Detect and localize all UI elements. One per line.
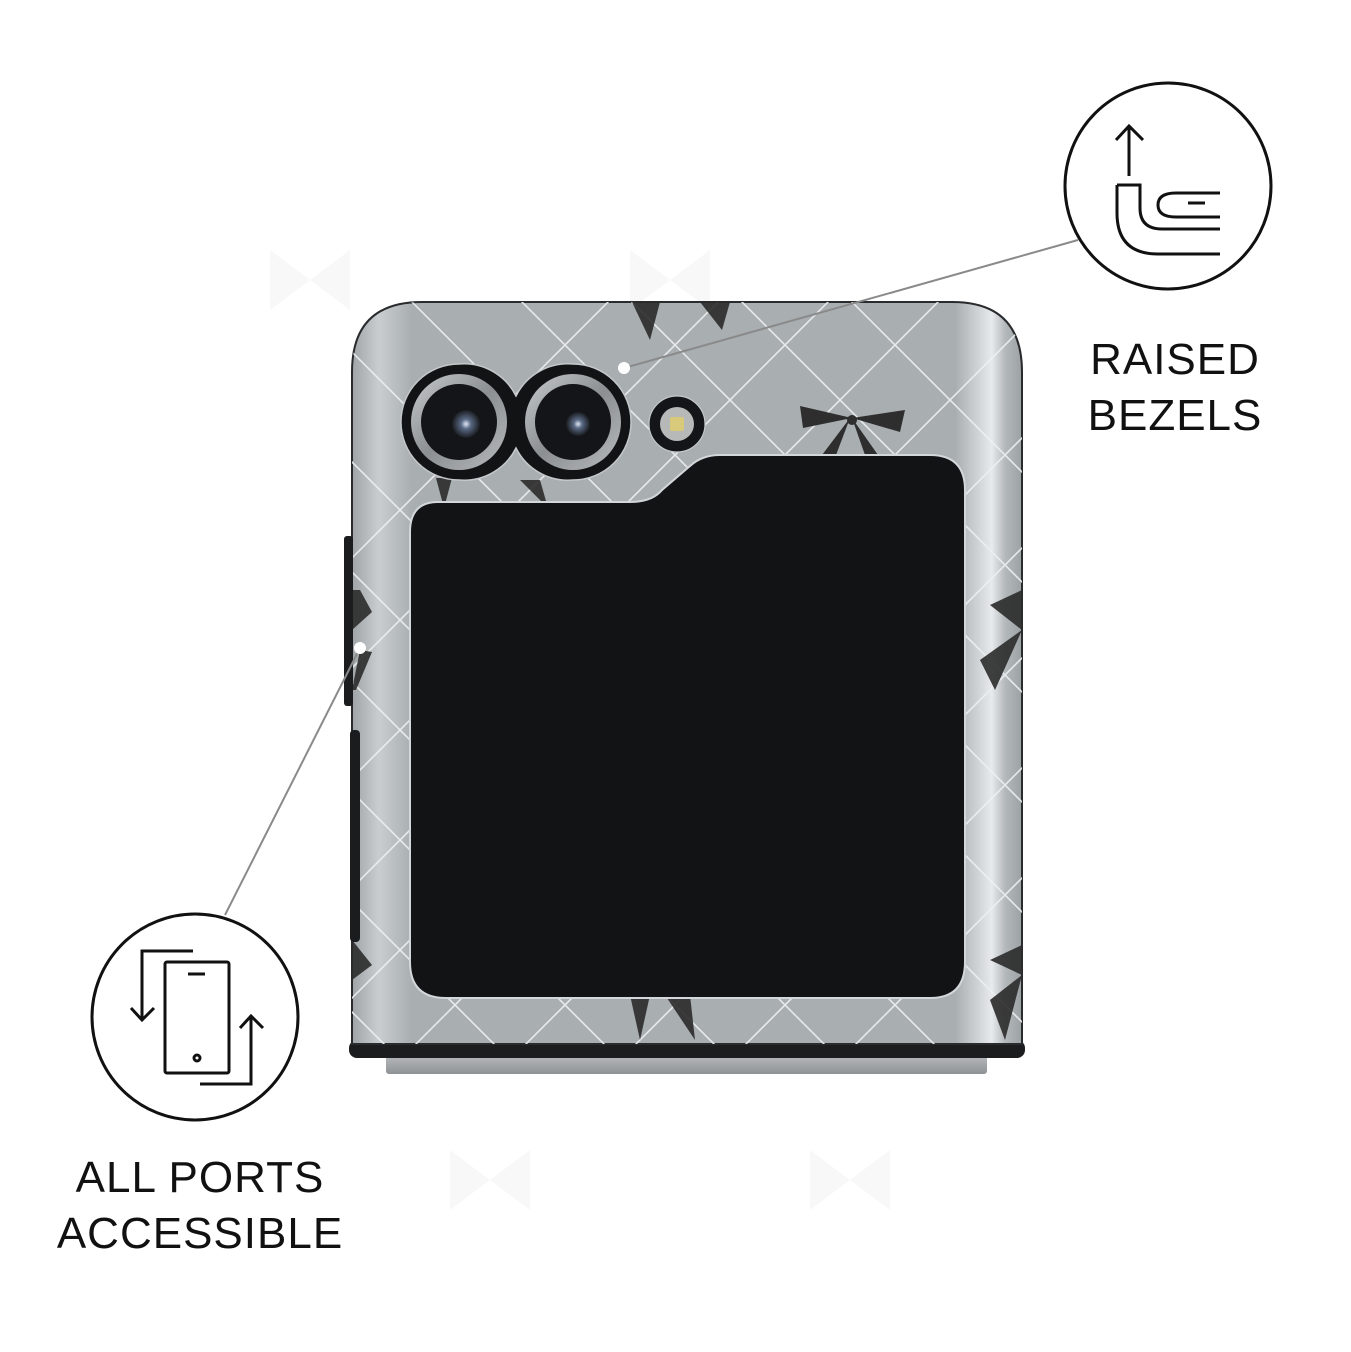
anchor-dot-ports [354, 642, 366, 654]
callout-label-line: ACCESSIBLE [56, 1209, 344, 1258]
anchor-dot-raised-bezels [618, 362, 630, 374]
leader-line-raised-bezels [623, 239, 1079, 369]
bow-decorations [352, 302, 1022, 1040]
callout-raised-bezels [1063, 81, 1273, 291]
callout-label-line: BEZELS [1087, 391, 1263, 440]
callout-label-all-ports: ALL PORTS ACCESSIBLE [40, 1150, 360, 1262]
callout-all-ports [90, 912, 300, 1122]
camera-module [400, 363, 706, 481]
camera-lens-left [411, 374, 507, 470]
cover-screen [409, 454, 966, 999]
phone-rotate-icon [129, 949, 265, 1086]
callout-label-line: RAISED [1090, 335, 1260, 384]
leader-line-ports [224, 647, 361, 916]
callout-label-line: ALL PORTS [75, 1153, 325, 1202]
camera-lens-right [525, 374, 621, 470]
side-button-lower [350, 730, 360, 942]
callout-label-raised-bezels: RAISED BEZELS [1060, 332, 1290, 444]
side-button-upper [344, 536, 353, 706]
raised-bezel-icon [1114, 123, 1220, 256]
bow-top-right [800, 406, 905, 455]
camera-flash [648, 395, 706, 453]
background-watermark [270, 250, 890, 1210]
